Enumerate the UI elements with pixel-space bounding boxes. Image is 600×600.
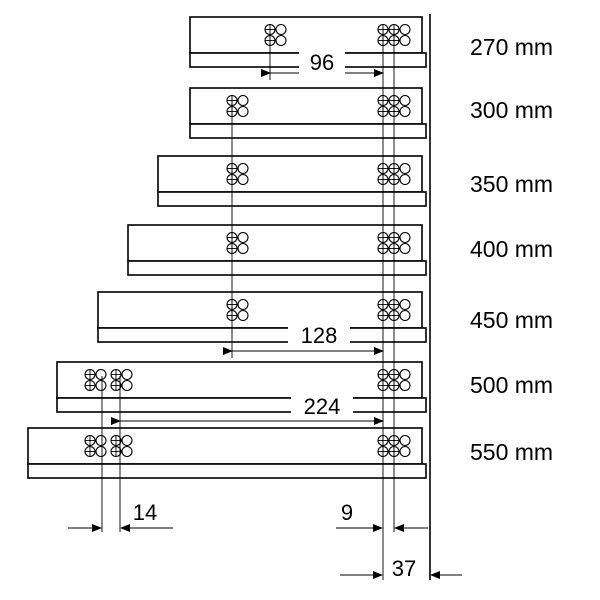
- slide-rail-300-rear-cluster-1-hole-2: [237, 94, 249, 107]
- slide-rail-500-rear-cluster-2-hole-4: [121, 379, 133, 392]
- slide-rail-450-front-cluster-hole-6: [399, 309, 411, 322]
- slide-rail-550-rear-cluster-2-hole-4: [121, 445, 133, 458]
- slide-rail-500-body: [56, 361, 423, 399]
- dimension-14-label: 14: [133, 500, 157, 525]
- dimension-37: 37: [340, 556, 462, 581]
- dimension-9-label: 9: [341, 500, 353, 525]
- dimension-37-label: 37: [392, 556, 416, 581]
- slide-rail-300-body: [189, 87, 423, 125]
- slide-rail-300: [189, 87, 427, 139]
- slide-rail-350-rear-cluster-1-hole-4: [237, 173, 249, 186]
- slide-rail-450-rear-cluster-1-hole-4: [237, 309, 249, 322]
- guide-lines: [101, 28, 395, 580]
- slide-rail-550-front-cluster-hole-3: [399, 434, 411, 447]
- slide-rail-500-flange: [56, 397, 427, 413]
- length-label-450: 450 mm: [470, 307, 553, 333]
- slide-rails: [27, 16, 427, 479]
- slide-rail-450-rear-cluster-1-hole-2: [237, 298, 249, 311]
- dimension-96: 96: [261, 50, 384, 80]
- slide-rail-270-front-cluster-hole-3: [399, 23, 411, 36]
- dimension-96-label: 96: [310, 50, 334, 75]
- slide-rail-400-body: [127, 224, 423, 262]
- dimension-14: 14: [68, 500, 173, 532]
- slide-rail-500-rear-cluster-2-hole-2: [121, 368, 133, 381]
- slide-rail-550-rear-cluster-1-hole-2: [95, 434, 107, 447]
- slide-rail-350-front-cluster-hole-3: [399, 162, 411, 175]
- slide-rail-270-rear-cluster-1-hole-2: [275, 23, 287, 36]
- length-labels: 270 mm 300 mm 350 mm 400 mm 450 mm 500 m…: [470, 34, 553, 465]
- slide-rail-550-rear-cluster-2-hole-2: [121, 434, 133, 447]
- slide-rail-450-front-cluster-hole-3: [399, 298, 411, 311]
- dimension-128-label: 128: [301, 323, 338, 348]
- slide-rail-400-front-cluster-hole-3: [399, 231, 411, 244]
- slide-rail-300-front-cluster-hole-6: [399, 105, 411, 118]
- slide-rail-400-rear-cluster-1-hole-2: [237, 231, 249, 244]
- slide-rail-350-rear-cluster-1-hole-2: [237, 162, 249, 175]
- slide-rail-300-front-cluster-hole-3: [399, 94, 411, 107]
- dimension-9: 9: [336, 500, 428, 532]
- dimension-224: 224: [111, 393, 384, 425]
- slide-rail-550-rear-cluster-1-hole-4: [95, 445, 107, 458]
- slide-rail-550: [27, 427, 427, 479]
- slide-rail-350-flange: [157, 191, 427, 207]
- length-label-300: 300 mm: [470, 97, 553, 123]
- length-label-350: 350 mm: [470, 171, 553, 197]
- slide-rail-500: [56, 361, 427, 413]
- slide-rail-500-front-cluster-hole-6: [399, 379, 411, 392]
- slide-rail-450-body: [97, 291, 423, 329]
- slide-rail-400-flange: [127, 260, 427, 276]
- length-label-500: 500 mm: [470, 372, 553, 398]
- slide-rail-400: [127, 224, 427, 276]
- dimension-128: 128: [223, 322, 384, 355]
- slide-rail-450: [97, 291, 427, 343]
- length-label-400: 400 mm: [470, 236, 553, 262]
- slide-rail-270-front-cluster-hole-6: [399, 34, 411, 47]
- slide-rail-400-front-cluster-hole-6: [399, 242, 411, 255]
- slide-rail-300-rear-cluster-1-hole-4: [237, 105, 249, 118]
- slide-rail-450-flange: [97, 327, 427, 343]
- length-label-550: 550 mm: [470, 439, 553, 465]
- slide-rail-550-front-cluster-hole-6: [399, 445, 411, 458]
- slide-rail-500-rear-cluster-1-hole-4: [95, 379, 107, 392]
- slide-rail-300-flange: [189, 123, 427, 139]
- dimension-224-label: 224: [304, 394, 341, 419]
- slide-rail-500-rear-cluster-1-hole-2: [95, 368, 107, 381]
- slide-rail-400-rear-cluster-1-hole-4: [237, 242, 249, 255]
- slide-rail-500-front-cluster-hole-3: [399, 368, 411, 381]
- length-label-270: 270 mm: [470, 34, 553, 60]
- slide-rail-350-front-cluster-hole-6: [399, 173, 411, 186]
- slide-rail-270-body: [189, 16, 423, 54]
- slide-rail-350: [157, 155, 427, 207]
- slide-rail-270-rear-cluster-1-hole-4: [275, 34, 287, 47]
- slide-rail-550-flange: [27, 463, 427, 479]
- slide-rail-550-body: [27, 427, 423, 465]
